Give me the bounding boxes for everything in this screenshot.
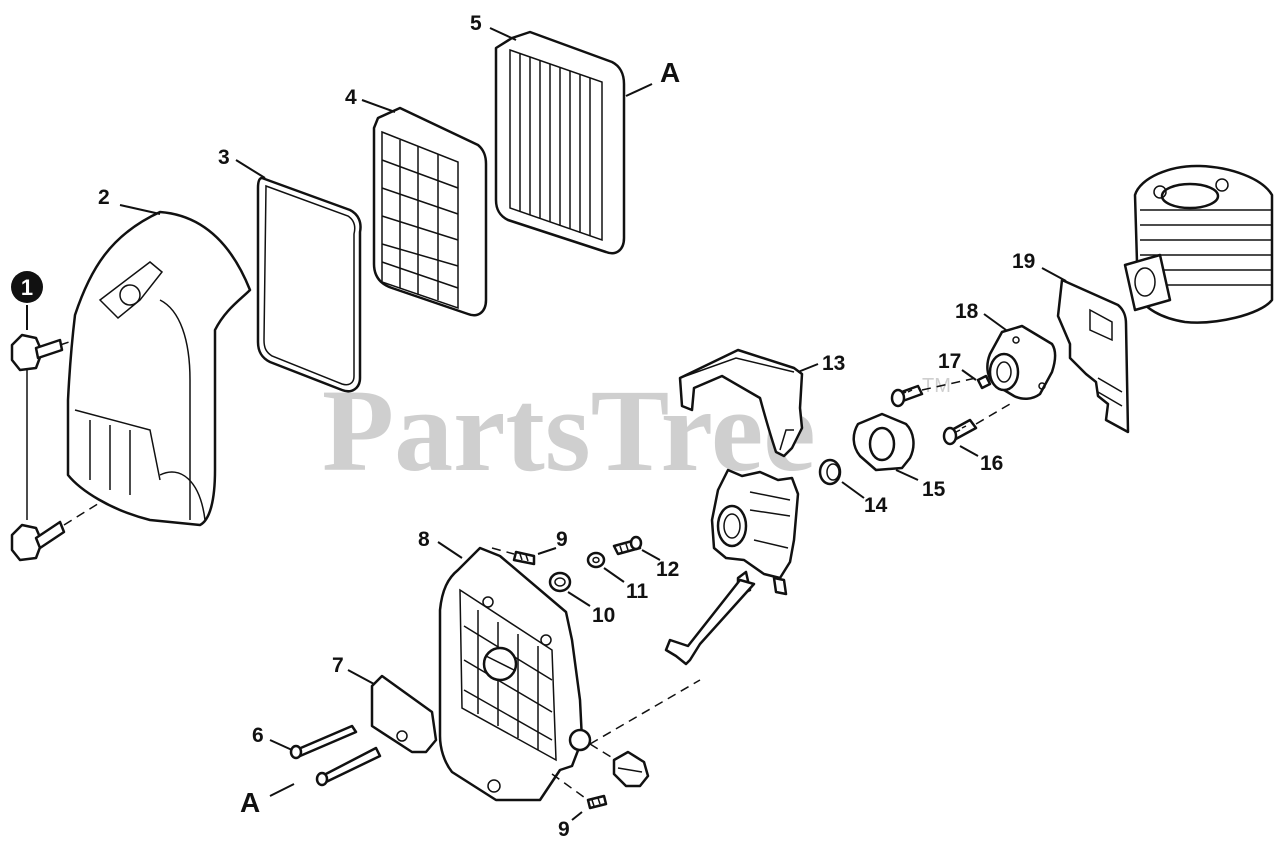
part-bolt-lower[interactable] bbox=[315, 746, 382, 787]
note-marker-circle bbox=[11, 271, 43, 303]
callout-5: 5 bbox=[470, 12, 482, 35]
part-screw-9-top[interactable] bbox=[512, 550, 536, 566]
part-grommet[interactable] bbox=[548, 571, 572, 593]
callout-9-top: 9 bbox=[556, 528, 568, 551]
callout-15: 15 bbox=[922, 478, 946, 501]
part-fastener-bottom[interactable] bbox=[10, 489, 121, 562]
callout-7: 7 bbox=[332, 654, 344, 677]
callout-18: 18 bbox=[955, 300, 979, 323]
connector-a-bottom: A bbox=[240, 787, 260, 818]
part-filter-base[interactable] bbox=[438, 546, 592, 802]
callout-3: 3 bbox=[218, 146, 230, 169]
part-carburetor[interactable] bbox=[710, 468, 800, 598]
part-intake-flange[interactable] bbox=[986, 324, 1057, 400]
part-fuel-line[interactable] bbox=[664, 578, 756, 666]
part-clip[interactable] bbox=[370, 674, 438, 754]
part-screw-upper[interactable] bbox=[890, 384, 924, 408]
part-bolt-upper[interactable] bbox=[289, 724, 358, 760]
part-primer-bulb[interactable] bbox=[612, 750, 650, 788]
part-gasket[interactable] bbox=[256, 176, 362, 393]
watermark-tm: TM bbox=[922, 375, 951, 397]
part-flange-gasket[interactable] bbox=[1056, 278, 1130, 434]
part-air-filter[interactable] bbox=[494, 30, 626, 255]
note-marker-number: 1 bbox=[21, 275, 33, 300]
part-fastener-top[interactable] bbox=[10, 333, 76, 372]
callout-9-bottom: 9 bbox=[558, 818, 570, 841]
part-heat-shield[interactable] bbox=[678, 348, 804, 458]
callout-17: 17 bbox=[938, 350, 961, 373]
callout-10: 10 bbox=[592, 604, 615, 627]
callout-4: 4 bbox=[345, 86, 357, 109]
callout-6: 6 bbox=[252, 724, 264, 747]
callout-16: 16 bbox=[980, 452, 1003, 475]
callout-2: 2 bbox=[98, 186, 110, 209]
part-ring[interactable] bbox=[818, 458, 842, 486]
part-screw-16[interactable] bbox=[942, 418, 978, 446]
callout-14: 14 bbox=[864, 494, 888, 517]
callout-13: 13 bbox=[822, 352, 845, 375]
callout-11: 11 bbox=[626, 580, 649, 603]
part-spacer[interactable] bbox=[852, 412, 915, 472]
callout-8: 8 bbox=[418, 528, 430, 551]
callout-19: 19 bbox=[1012, 250, 1035, 273]
part-pre-filter[interactable] bbox=[372, 106, 488, 317]
note-marker[interactable]: 1 bbox=[11, 271, 43, 303]
callout-12: 12 bbox=[656, 558, 679, 581]
part-screw-9-bottom[interactable] bbox=[586, 794, 608, 810]
part-pin[interactable] bbox=[976, 374, 992, 390]
connector-a-top: A bbox=[660, 57, 680, 88]
part-cylinder[interactable] bbox=[1123, 164, 1274, 324]
part-filter-cover[interactable] bbox=[66, 210, 252, 527]
part-washer[interactable] bbox=[586, 551, 606, 569]
part-screw-12[interactable] bbox=[612, 535, 643, 556]
